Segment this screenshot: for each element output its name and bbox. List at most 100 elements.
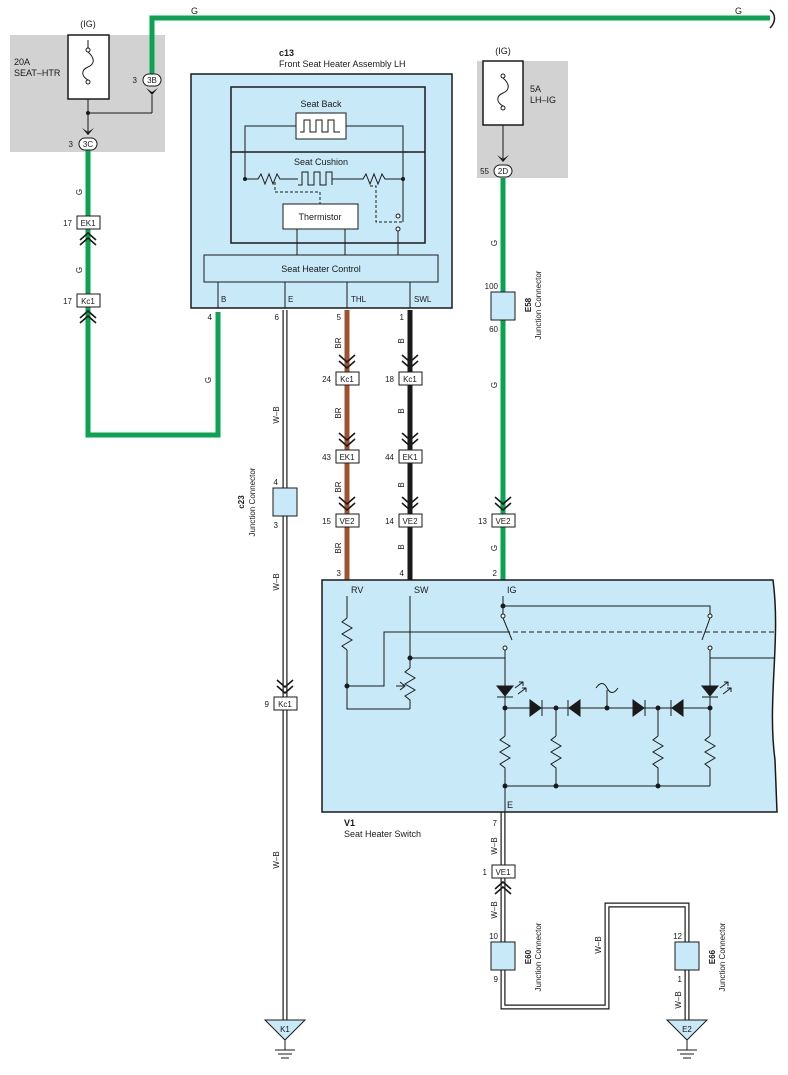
wire-g-top: G G: [149, 6, 776, 74]
svg-text:VE2: VE2: [402, 517, 418, 526]
wire-color-wb-3: W–B: [272, 851, 281, 868]
v1-terminal-ig: IG: [507, 585, 517, 595]
connector-kc1-br: Kc1 24: [322, 354, 360, 386]
wire-color-wb-7: W–B: [674, 991, 683, 1008]
wire-wb-ground: W–B W–B W–B W–B: [490, 812, 690, 1020]
svg-text:60: 60: [489, 325, 498, 334]
fuse-seat-htr-name: SEAT–HTR: [14, 68, 61, 78]
svg-text:1: 1: [483, 868, 488, 877]
junction-label-e58: Junction Connector: [534, 270, 543, 339]
fuse-seat-htr-header: (IG): [80, 19, 96, 29]
svg-text:100: 100: [485, 282, 499, 291]
fuse-lh-ig-amp: 5A: [530, 84, 541, 94]
svg-text:EK1: EK1: [339, 453, 355, 462]
c13-name: Front Seat Heater Assembly LH: [279, 59, 406, 69]
svg-text:6: 6: [275, 313, 280, 322]
c13-terminal-thl: THL: [351, 295, 367, 304]
svg-text:43: 43: [322, 453, 331, 462]
fuse-lh-ig-name: LH–IG: [530, 95, 556, 105]
wire-color-b-3: B: [397, 482, 406, 487]
ground-e2: E2: [665, 1019, 709, 1059]
junction-label-c23: Junction Connector: [248, 467, 257, 536]
svg-text:VE1: VE1: [495, 868, 511, 877]
seat-heater-control-label: Seat Heater Control: [281, 264, 361, 274]
svg-text:9: 9: [265, 700, 270, 709]
svg-text:17: 17: [63, 297, 72, 306]
v1-code: V1: [344, 818, 355, 828]
wire-color-g-6: G: [490, 545, 499, 551]
junction-e60: 10 9 E60 Junction Connector: [489, 922, 543, 991]
svg-text:1: 1: [678, 975, 683, 984]
fuse-seat-htr-amp: 20A: [14, 57, 30, 67]
junction-label-e66: Junction Connector: [718, 922, 727, 991]
svg-text:c23: c23: [237, 495, 246, 509]
wire-wb-e: W–B W–B W–B: [272, 310, 288, 1020]
svg-text:2D: 2D: [498, 167, 508, 176]
svg-text:E58: E58: [524, 297, 533, 312]
connector-3b: 3B 3: [133, 73, 162, 113]
connector-ek1-left: EK1 17: [63, 215, 101, 246]
wire-color-g-top-1: G: [191, 6, 198, 16]
junction-c23: 4 3 c23 Junction Connector: [237, 467, 298, 536]
svg-text:3: 3: [337, 569, 342, 578]
svg-text:3C: 3C: [83, 140, 93, 149]
fuse-lh-ig-header: (IG): [495, 46, 511, 56]
wire-color-br-3: BR: [334, 481, 343, 492]
svg-text:2: 2: [493, 569, 498, 578]
wire-color-br-4: BR: [334, 542, 343, 553]
svg-text:Kc1: Kc1: [403, 375, 417, 384]
component-v1: 3 4 2 RV SW IG E V1 Seat Heater Switch 7: [321, 569, 778, 839]
svg-text:Kc1: Kc1: [278, 700, 292, 709]
thermistor-label: Thermistor: [298, 212, 341, 222]
junction-label-e60: Junction Connector: [534, 922, 543, 991]
v1-terminal-sw: SW: [414, 585, 429, 595]
svg-text:E66: E66: [708, 949, 717, 964]
c13-code: c13: [279, 48, 294, 58]
svg-text:EK1: EK1: [80, 219, 96, 228]
connector-2d: 2D 55: [480, 155, 513, 178]
wire-g-left: G G G: [75, 150, 221, 438]
connector-ek1-b: EK1 44: [385, 432, 423, 464]
connector-ek1-br: EK1 43: [322, 432, 360, 464]
svg-text:1: 1: [400, 313, 405, 322]
wire-color-g-2: G: [75, 267, 84, 273]
connector-ve2-g: VE2 13: [478, 496, 516, 528]
wire-color-wb-1: W–B: [272, 406, 281, 423]
svg-text:K1: K1: [280, 1025, 290, 1034]
svg-text:Kc1: Kc1: [340, 375, 354, 384]
wire-color-b-1: B: [397, 338, 406, 343]
connector-kc1-b: Kc1 18: [385, 354, 423, 386]
wire-color-g-1: G: [75, 189, 84, 195]
c13-terminal-b: B: [221, 295, 226, 304]
wire-color-b-2: B: [397, 408, 406, 413]
v1-name: Seat Heater Switch: [344, 829, 421, 839]
wire-color-g-top-2: G: [735, 6, 742, 16]
connector-kc1-wb: Kc1 9: [265, 679, 298, 711]
svg-text:55: 55: [480, 167, 489, 176]
svg-text:4: 4: [208, 313, 213, 322]
v1-terminal-rv: RV: [351, 585, 363, 595]
svg-text:4: 4: [274, 478, 279, 487]
c13-terminal-swl: SWL: [414, 295, 432, 304]
svg-text:4: 4: [400, 569, 405, 578]
wire-color-g-3: G: [204, 377, 213, 383]
svg-text:9: 9: [494, 975, 499, 984]
wire-color-wb-4: W–B: [490, 837, 499, 854]
wire-color-g-5: G: [490, 382, 499, 388]
wire-color-b-4: B: [397, 544, 406, 549]
component-c13: c13 Front Seat Heater Assembly LH Seat B…: [190, 48, 453, 322]
wire-color-wb-5: W–B: [490, 901, 499, 918]
svg-text:17: 17: [63, 219, 72, 228]
junction-e66: 12 1 E66 Junction Connector: [673, 922, 727, 991]
svg-text:EK1: EK1: [402, 453, 418, 462]
wire-color-br-2: BR: [334, 407, 343, 418]
svg-text:13: 13: [478, 517, 487, 526]
svg-text:12: 12: [673, 932, 682, 941]
connector-ve1: VE1 1: [483, 864, 516, 895]
svg-text:3: 3: [133, 76, 138, 85]
connector-kc1-left: Kc1 17: [63, 293, 101, 324]
svg-text:10: 10: [489, 932, 498, 941]
svg-text:24: 24: [322, 375, 331, 384]
connector-ve2-b: VE2 14: [385, 496, 423, 528]
